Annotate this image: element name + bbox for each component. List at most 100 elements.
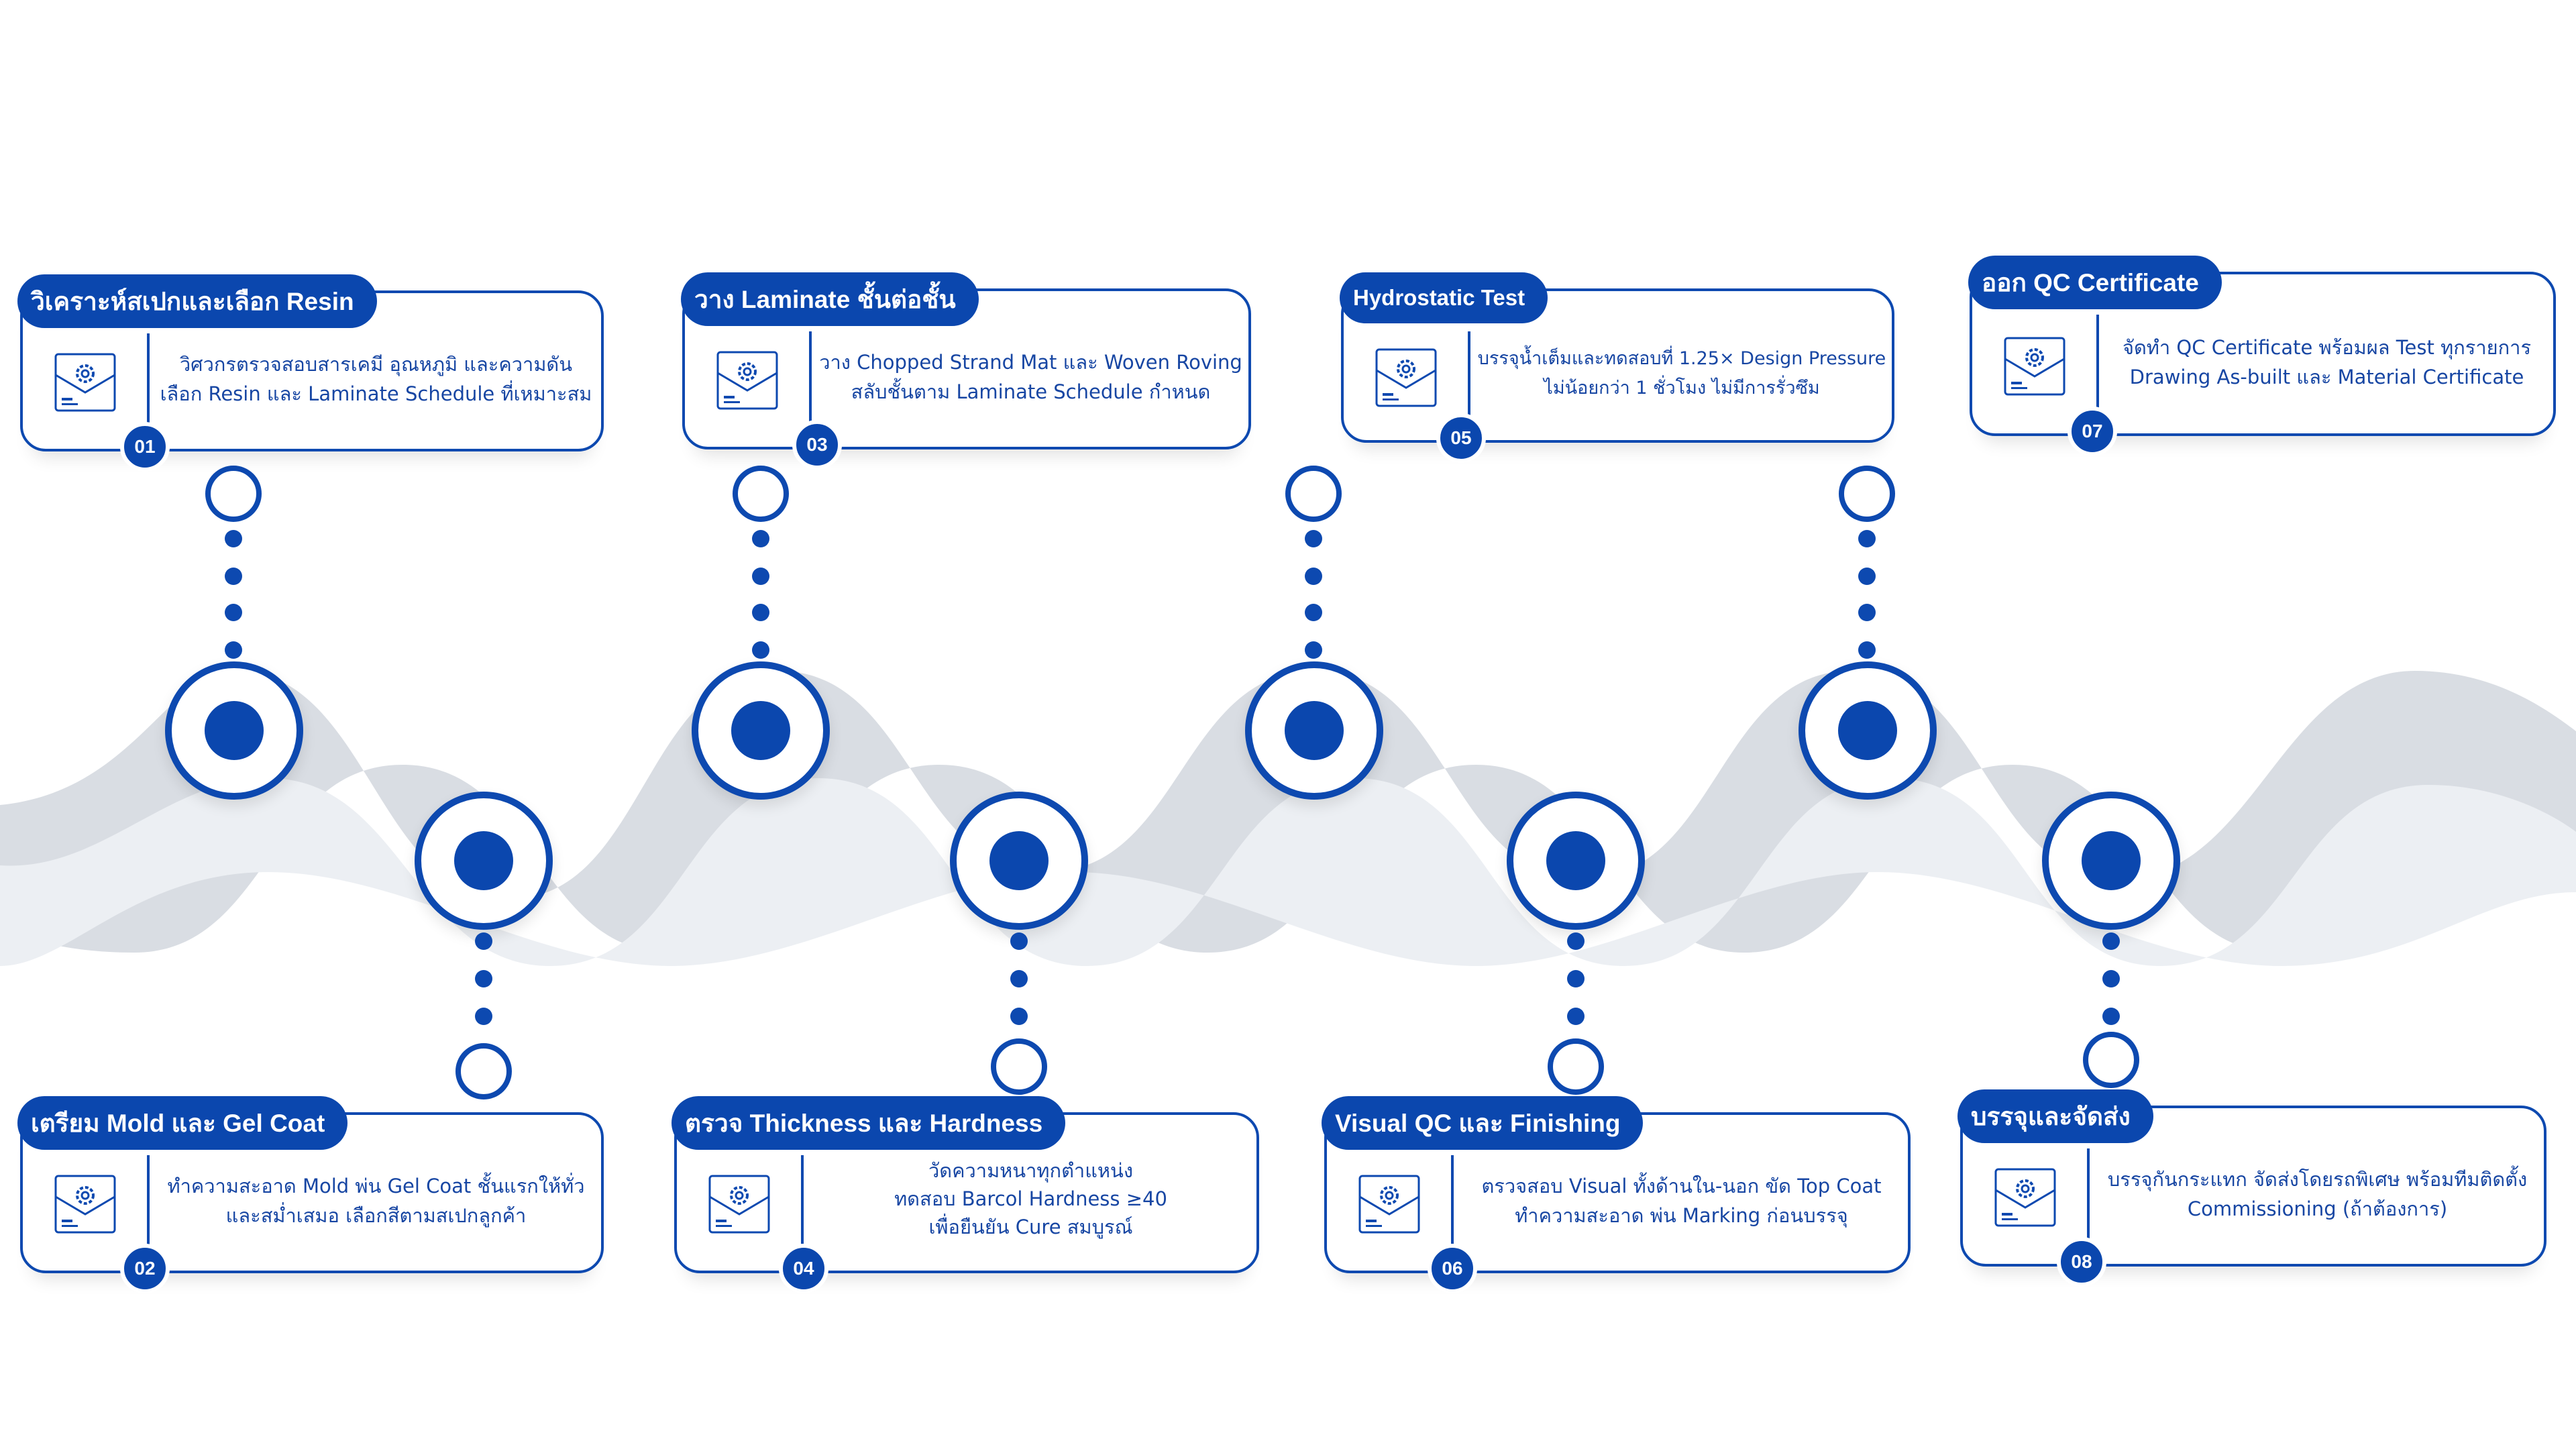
step-title: บรรจุและจัดส่ง	[1957, 1089, 2153, 1143]
step-title: Visual QC และ Finishing	[1322, 1096, 1644, 1150]
connector-dot	[225, 530, 242, 547]
gear-document-icon	[708, 1175, 770, 1234]
connector-dot	[475, 970, 492, 987]
connector-dot	[1858, 530, 1876, 547]
connector-ring-02	[455, 1043, 512, 1099]
connector-ring-07	[1839, 466, 1895, 522]
connector-dot	[1858, 641, 1876, 659]
desc-line: ทดสอบ Barcol Hardness ≥40	[894, 1187, 1167, 1210]
step-card-03: วาง Laminate ชั้นต่อชั้น วาง Chopped Str…	[681, 272, 1251, 470]
timeline-node-08	[2042, 792, 2180, 930]
step-number-badge: 02	[120, 1244, 170, 1293]
card-divider	[1468, 331, 1470, 432]
step-description: วิศวกรตรวจสอบสารเคมี อุณหภูมิ และความดัน…	[160, 328, 592, 430]
gear-document-icon	[54, 1175, 116, 1234]
connector-ring-06	[1548, 1038, 1604, 1095]
desc-line: วิศวกรตรวจสอบสารเคมี อุณหภูมิ และความดัน	[179, 353, 573, 376]
step-card-05: Hydrostatic Test บรรจุน้ำเต็มและทดสอบที่…	[1340, 272, 1894, 463]
step-description: บรรจุกันกระแทก จัดส่งโดยรถพิเศษ พร้อมทีม…	[2100, 1143, 2534, 1245]
connector-dot	[225, 604, 242, 621]
desc-line: บรรจุกันกระแทก จัดส่งโดยรถพิเศษ พร้อมทีม…	[2107, 1168, 2528, 1191]
step-number-badge: 04	[779, 1244, 828, 1293]
card-divider	[1451, 1155, 1454, 1263]
timeline-node-05	[1245, 661, 1383, 800]
step-card-01: วิเคราะห์สเปกและเลือก Resin วิศวกรตรวจสอ…	[17, 274, 604, 472]
connector-dot	[1010, 970, 1028, 987]
connector-ring-03	[733, 466, 789, 522]
desc-line: เลือก Resin และ Laminate Schedule ที่เหม…	[160, 382, 592, 405]
connector-dot	[1567, 970, 1585, 987]
step-number-badge: 07	[2068, 407, 2117, 456]
node-dot	[2082, 831, 2141, 890]
desc-line: วัดความหนาทุกตำแหน่ง	[928, 1159, 1133, 1182]
node-dot	[1838, 701, 1897, 760]
connector-ring-01	[205, 466, 262, 522]
connector-dot	[752, 604, 769, 621]
node-dot	[205, 701, 264, 760]
timeline-node-01	[165, 661, 303, 800]
step-number-badge: 05	[1436, 413, 1486, 463]
gear-document-icon	[1375, 348, 1437, 407]
connector-dot	[2102, 932, 2120, 950]
timeline-node-06	[1507, 792, 1645, 930]
connector-dot	[2102, 1008, 2120, 1025]
gear-document-icon	[1994, 1168, 2056, 1227]
gear-document-icon	[716, 351, 778, 410]
step-title: ตรวจ Thickness และ Hardness	[672, 1096, 1066, 1150]
desc-line: ไม่น้อยกว่า 1 ชั่วโมง ไม่มีการรั่วซึม	[1544, 378, 1820, 398]
card-divider	[147, 1155, 150, 1263]
desc-line: Drawing As-built และ Material Certificat…	[2129, 365, 2524, 388]
connector-dot	[1567, 932, 1585, 950]
gear-document-icon	[2004, 337, 2065, 396]
node-dot	[1285, 701, 1344, 760]
connector-dot	[1010, 932, 1028, 950]
connector-dot	[1567, 1008, 1585, 1025]
step-description: บรรจุน้ำเต็มและทดสอบที่ 1.25× Design Pre…	[1478, 326, 1886, 421]
card-divider	[2096, 315, 2099, 422]
node-dot	[1546, 831, 1605, 890]
gear-document-icon	[54, 353, 116, 412]
connector-dot	[752, 641, 769, 659]
card-divider	[801, 1155, 804, 1263]
step-title: วาง Laminate ชั้นต่อชั้น	[681, 272, 979, 326]
timeline-node-03	[692, 661, 830, 800]
desc-line: วาง Chopped Strand Mat และ Woven Roving	[819, 351, 1242, 374]
step-number-badge: 08	[2057, 1237, 2106, 1287]
step-description: จัดทำ QC Certificate พร้อมผล Test ทุกราย…	[2110, 309, 2544, 415]
desc-line: ทำความสะอาด พ่น Marking ก่อนบรรจุ	[1515, 1204, 1848, 1227]
step-title: Hydrostatic Test	[1340, 272, 1548, 323]
connector-dot	[2102, 970, 2120, 987]
timeline-node-07	[1799, 661, 1937, 800]
step-description: วาง Chopped Strand Mat และ Woven Roving …	[819, 326, 1242, 428]
step-card-07: ออก QC Certificate จัดทำ QC Certificate …	[1968, 256, 2556, 456]
step-card-04: ตรวจ Thickness และ Hardness วัดความหนาทุ…	[672, 1096, 1259, 1293]
connector-dot	[1305, 641, 1322, 659]
connector-dot	[225, 568, 242, 585]
connector-dot	[1858, 568, 1876, 585]
step-number-badge: 03	[792, 420, 842, 470]
connector-dot	[1305, 604, 1322, 621]
connector-dot	[1305, 530, 1322, 547]
wave-front	[0, 778, 2576, 966]
desc-line: และสม่ำเสมอ เลือกสีตามสเปกลูกค้า	[225, 1204, 527, 1227]
desc-line: เพื่อยืนยัน Cure สมบูรณ์	[928, 1216, 1133, 1238]
card-divider	[809, 331, 812, 439]
step-number-badge: 01	[120, 422, 170, 472]
connector-ring-04	[991, 1038, 1047, 1095]
desc-line: สลับชั้นตาม Laminate Schedule กำหนด	[851, 380, 1211, 403]
step-number-badge: 06	[1428, 1244, 1477, 1293]
desc-line: Commissioning (ถ้าต้องการ)	[2187, 1197, 2448, 1220]
connector-dot	[752, 530, 769, 547]
step-card-02: เตรียม Mold และ Gel Coat ทำความสะอาด Mol…	[17, 1096, 604, 1293]
node-dot	[989, 831, 1049, 890]
connector-dot	[475, 932, 492, 950]
step-description: ตรวจสอบ Visual ทั้งด้านใน-นอก ขัด Top Co…	[1464, 1150, 1898, 1252]
node-dot	[731, 701, 790, 760]
timeline-node-04	[950, 792, 1088, 930]
step-card-08: บรรจุและจัดส่ง บรรจุกันกระแทก จัดส่งโดยร…	[1957, 1089, 2546, 1287]
step-title: ออก QC Certificate	[1968, 256, 2222, 309]
connector-dot	[752, 568, 769, 585]
step-description: ทำความสะอาด Mold พ่น Gel Coat ชั้นแรกให้…	[160, 1150, 592, 1252]
step-card-06: Visual QC และ Finishing ตรวจสอบ Visual ท…	[1322, 1096, 1911, 1293]
desc-line: ทำความสะอาด Mold พ่น Gel Coat ชั้นแรกให้…	[167, 1175, 585, 1197]
